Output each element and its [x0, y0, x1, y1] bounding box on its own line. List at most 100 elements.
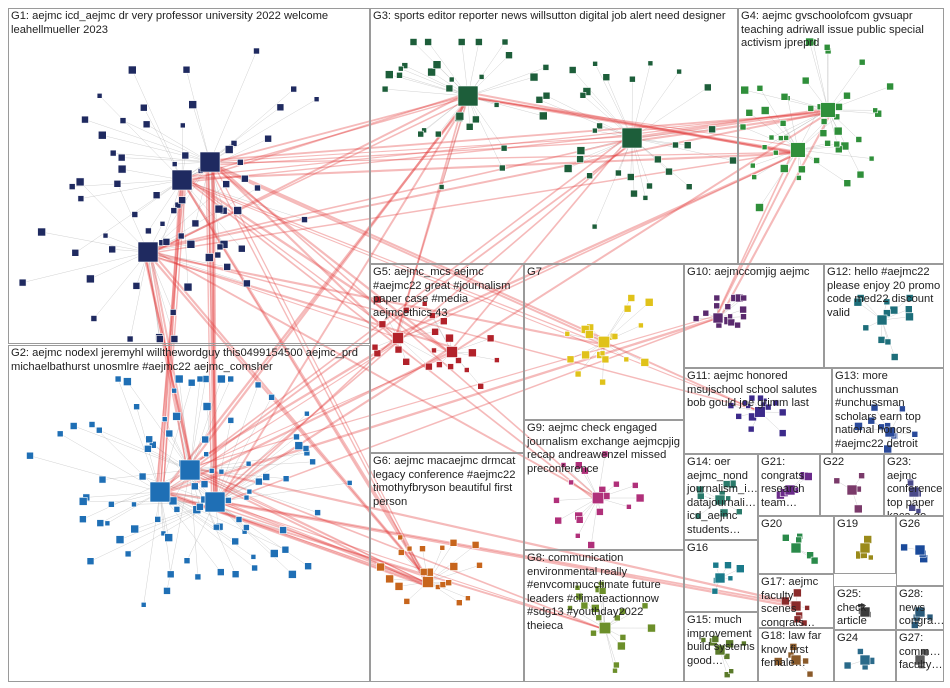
node — [598, 586, 607, 595]
node — [243, 494, 250, 501]
node — [739, 305, 747, 314]
node — [421, 127, 427, 134]
node — [867, 416, 876, 425]
node — [86, 557, 95, 566]
node — [132, 282, 141, 290]
node — [18, 278, 27, 287]
node — [874, 109, 883, 118]
edge — [467, 76, 535, 97]
node — [253, 47, 260, 55]
node — [672, 141, 679, 149]
edge — [122, 120, 211, 163]
node — [222, 180, 230, 188]
node — [397, 549, 405, 556]
node — [281, 545, 290, 554]
group-label-g2: G2: aejmc nodexl jeremyhl willthewordguy… — [11, 347, 362, 373]
node — [554, 516, 563, 525]
edge — [113, 152, 211, 163]
node — [409, 38, 418, 46]
node — [173, 506, 181, 513]
edge — [441, 95, 469, 188]
node — [596, 508, 604, 516]
inter-group-edge — [209, 163, 455, 357]
node — [183, 282, 193, 292]
edge — [214, 501, 293, 575]
inter-group-edge — [394, 99, 466, 341]
node — [478, 74, 485, 80]
node — [419, 568, 428, 576]
node — [166, 570, 175, 579]
node — [592, 127, 598, 134]
hub-node — [846, 484, 858, 496]
node — [590, 629, 597, 637]
node — [596, 122, 603, 130]
node — [397, 534, 404, 541]
hub-node — [446, 346, 458, 358]
inter-group-edge — [162, 98, 470, 493]
edge — [147, 251, 248, 284]
node — [37, 227, 46, 237]
node — [434, 130, 442, 138]
edge — [214, 420, 232, 503]
edge — [797, 149, 848, 184]
node — [177, 232, 185, 240]
edge — [181, 179, 225, 245]
node — [708, 125, 716, 134]
node — [172, 412, 181, 421]
node — [564, 330, 571, 337]
inter-group-edge — [150, 150, 800, 254]
node — [424, 38, 432, 46]
node — [436, 361, 443, 368]
edge — [29, 455, 161, 493]
node — [911, 430, 919, 438]
group-label-g13: G13: more unchussman #unchussman scholar… — [835, 370, 924, 450]
node — [381, 85, 389, 93]
node — [170, 335, 179, 343]
node — [498, 164, 506, 172]
node — [165, 429, 174, 438]
inter-group-edge — [144, 250, 189, 472]
node — [833, 126, 843, 136]
edge — [214, 413, 308, 503]
inter-group-edge — [159, 178, 181, 495]
edge — [577, 497, 599, 536]
edge — [189, 469, 318, 513]
node — [745, 403, 752, 409]
inter-group-edge — [713, 149, 801, 321]
node — [905, 294, 914, 302]
group-panel-g23: G23: aejmc conference top paper kaca go… — [884, 454, 944, 516]
edge — [143, 107, 183, 181]
node — [396, 72, 403, 79]
inter-group-edge — [143, 253, 195, 473]
node — [313, 96, 320, 102]
node — [223, 263, 231, 271]
node — [131, 211, 139, 218]
node — [180, 122, 186, 129]
node — [595, 614, 603, 622]
node — [638, 322, 644, 329]
inter-group-edge — [211, 499, 607, 631]
node — [908, 503, 917, 512]
node — [772, 399, 780, 407]
node — [711, 635, 720, 643]
node — [676, 68, 682, 75]
node — [282, 475, 290, 483]
node — [703, 83, 712, 92]
node — [779, 120, 787, 127]
node — [421, 300, 428, 307]
group-label-g1: G1: aejmc icd_aejmc dr very professor un… — [11, 10, 332, 36]
edge — [214, 445, 299, 503]
node — [264, 134, 272, 143]
node — [251, 564, 258, 572]
edge — [147, 251, 160, 338]
node — [619, 634, 627, 641]
edge — [86, 491, 161, 498]
node — [590, 604, 600, 613]
node — [802, 657, 809, 665]
edge — [759, 88, 799, 151]
node — [567, 605, 573, 611]
inter-group-edge — [183, 110, 827, 178]
node — [117, 164, 127, 174]
group-label-g14: G14: oer aejmc_nond journalism_i… datajo… — [687, 456, 758, 536]
node — [748, 394, 756, 402]
